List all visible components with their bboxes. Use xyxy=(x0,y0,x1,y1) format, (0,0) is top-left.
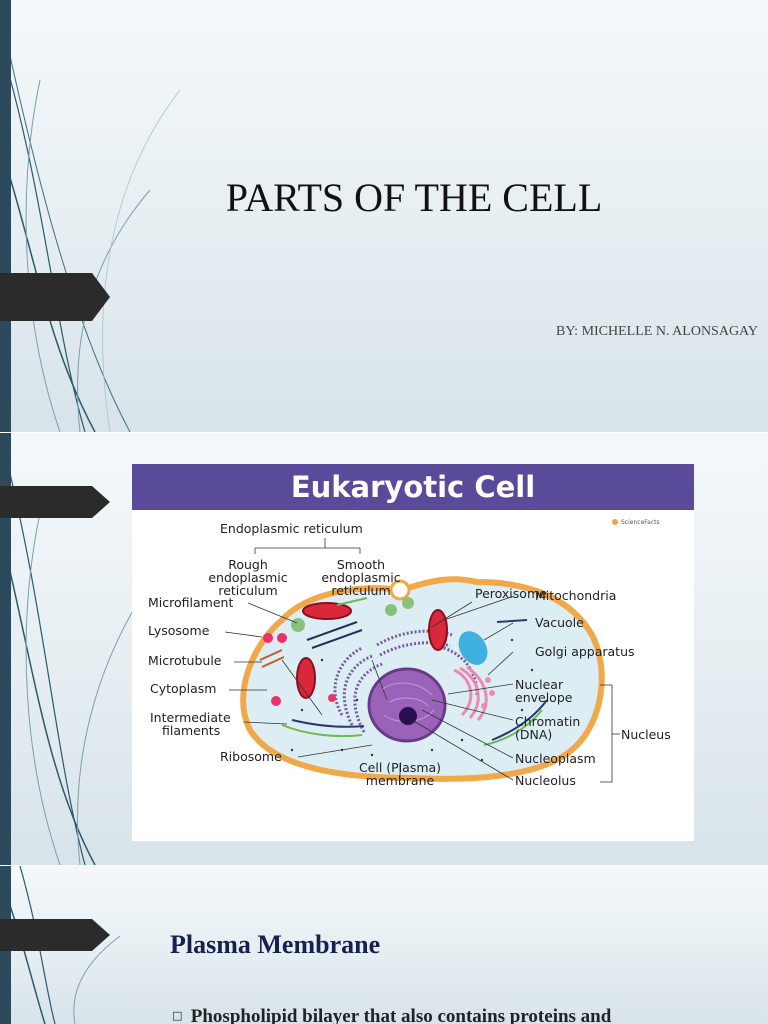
label-rough-er-3: reticulum xyxy=(218,583,277,598)
figure-heading: Eukaryotic Cell xyxy=(132,464,694,510)
lysosome-shape xyxy=(271,696,281,706)
title-slide: PARTS OF THE CELL BY: MICHELLE N. ALONSA… xyxy=(0,0,768,432)
label-intermediate-filaments-2: filaments xyxy=(162,723,220,738)
label-mitochondria: Mitochondria xyxy=(535,588,616,603)
label-endoplasmic-reticulum: Endoplasmic reticulum xyxy=(220,521,363,536)
accent-bar xyxy=(0,0,11,432)
vacuole-shape xyxy=(458,631,488,665)
sciencefacts-logo-icon xyxy=(612,519,618,525)
label-nucleoplasm: Nucleoplasm xyxy=(515,751,596,766)
label-lysosome: Lysosome xyxy=(148,623,210,638)
vesicle-shape xyxy=(389,579,411,601)
label-rough-er-2: endoplasmic xyxy=(208,570,287,585)
lysosome-shape xyxy=(277,633,287,643)
label-nucleus: Nucleus xyxy=(621,727,671,742)
mitochondrion-left-shape xyxy=(296,657,316,699)
lysosome-shape xyxy=(263,633,273,643)
label-microfilament: Microfilament xyxy=(148,595,233,610)
cytoskeleton-shape xyxy=(259,597,548,746)
label-smooth-er-2: endoplasmic xyxy=(321,570,400,585)
plasma-membrane-slide: Plasma Membrane □ Phospholipid bilayer t… xyxy=(0,866,768,1024)
golgi-shape xyxy=(453,665,488,721)
label-peroxisome: Peroxisome xyxy=(475,586,547,601)
arrow-tab-icon xyxy=(0,273,110,321)
nucleolus-shape xyxy=(399,707,417,725)
label-ribosome: Ribosome xyxy=(220,749,282,764)
label-cell-membrane-2: membrane xyxy=(366,773,435,788)
accent-bar xyxy=(0,433,11,865)
arrow-tab-icon xyxy=(0,486,110,518)
bullet-item: □ Phospholipid bilayer that also contain… xyxy=(172,1006,611,1024)
mitochondrion-right-shape xyxy=(428,609,448,651)
nucleus-shape xyxy=(367,667,447,743)
arrow-tab-icon xyxy=(0,919,110,951)
mitochondrion-top-shape xyxy=(302,602,352,620)
bullet-text: Phospholipid bilayer that also contains … xyxy=(190,1006,612,1024)
diagram-slide: Eukaryotic Cell ScienceFacts xyxy=(0,433,768,865)
label-cell-membrane-1: Cell (Plasma) xyxy=(359,760,441,775)
eukaryotic-cell-figure: Eukaryotic Cell ScienceFacts xyxy=(132,464,694,841)
lysosome-shape xyxy=(328,694,336,702)
leader-lines xyxy=(224,538,620,783)
square-bullet-icon: □ xyxy=(172,1009,183,1022)
slide-title: PARTS OF THE CELL xyxy=(225,175,603,220)
label-nuclear-envelope-1: Nuclear xyxy=(515,677,564,692)
label-vacuole: Vacuole xyxy=(535,615,584,630)
author-byline: BY: MICHELLE N. ALONSAGAY xyxy=(556,324,758,339)
label-intermediate-filaments-1: Intermediate xyxy=(150,710,231,725)
label-microtubule: Microtubule xyxy=(148,653,222,668)
label-chromatin-1: Chromatin xyxy=(515,714,580,729)
peroxisome-shape xyxy=(385,604,397,616)
label-cytoplasm: Cytoplasm xyxy=(150,681,216,696)
label-rough-er-1: Rough xyxy=(228,557,268,572)
cell-diagram: ScienceFacts xyxy=(148,519,671,788)
peroxisome-shape xyxy=(291,618,305,632)
slide-heading: Plasma Membrane xyxy=(170,930,381,959)
label-golgi: Golgi apparatus xyxy=(535,644,635,659)
rough-er-shape xyxy=(333,629,479,733)
peroxisome-shape xyxy=(402,597,414,609)
label-smooth-er-1: Smooth xyxy=(337,557,385,572)
label-smooth-er-3: reticulum xyxy=(331,583,390,598)
label-nucleolus: Nucleolus xyxy=(515,773,576,788)
label-nuclear-envelope-2: envelope xyxy=(515,690,573,705)
label-chromatin-2: (DNA) xyxy=(515,727,552,742)
ribosome-shape xyxy=(290,638,534,762)
watermark: ScienceFacts xyxy=(621,519,660,526)
